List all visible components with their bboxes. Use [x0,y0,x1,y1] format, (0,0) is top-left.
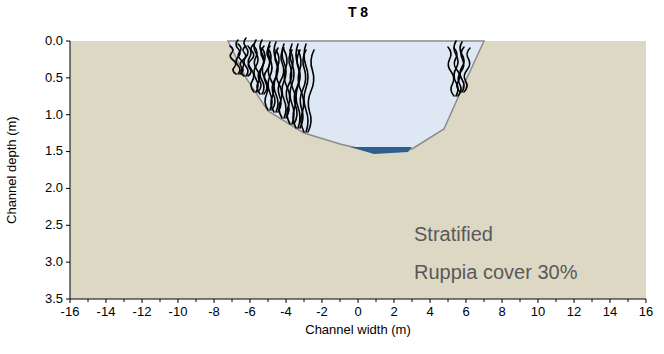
y-tick-label: 2.0 [45,181,63,195]
annotation: Ruppia cover 30% [414,261,577,283]
tick [574,299,575,303]
tick [66,77,70,78]
tick [358,299,359,303]
x-tick-label: -10 [169,305,188,319]
ruppia-blade [464,48,470,92]
y-axis [70,41,71,299]
x-tick-label: -12 [133,305,152,319]
tick [250,299,251,303]
x-tick-label: -4 [280,305,292,319]
y-tick-label: 1.0 [45,108,63,122]
x-tick-label: -16 [61,305,80,319]
tick [610,299,611,303]
tick [66,262,70,263]
y-tick-label: 0.0 [45,34,63,48]
tick [142,299,143,303]
tick [286,299,287,303]
tick [66,225,70,226]
x-tick-label: -6 [244,305,256,319]
x-tick-label: 16 [639,305,653,319]
y-tick-label: 3.0 [45,255,63,269]
ruppia-blade [276,50,282,118]
tick [66,41,70,42]
x-tick-label: 8 [498,305,505,319]
tick [646,299,647,303]
y-axis-title: Channel depth (m) [5,116,19,224]
x-tick-label: 2 [390,305,397,319]
ruppia-blade [304,44,308,132]
ruppia-blade [238,44,244,76]
x-tick-label: -8 [208,305,220,319]
ruppia-blade [308,50,314,132]
tick [538,299,539,303]
tick [178,299,179,303]
axis-ticks [66,41,646,303]
tick [66,151,70,152]
tick [214,299,215,303]
x-tick-label: -14 [97,305,116,319]
ruppia-blade [268,48,274,112]
x-tick-label: -2 [316,305,328,319]
annotation: Stratified [414,223,493,245]
x-axis-title: Channel width (m) [305,323,411,337]
y-tick-label: 3.5 [45,292,63,306]
tick [394,299,395,303]
tick [106,299,107,303]
ruppia-blade [230,46,236,74]
tick [70,299,71,303]
y-tick-label: 1.5 [45,144,63,158]
stratified-layer [350,147,412,154]
x-tick-label: 0 [354,305,361,319]
ruppia-blade [448,47,454,96]
ruppia-blade [290,50,296,128]
chart-title: T 8 [348,5,368,20]
x-axis [70,299,646,300]
ground-fill [70,41,646,299]
x-tick-label: 6 [462,305,469,319]
tick [66,188,70,189]
ruppia-blade [248,46,254,92]
x-tick-label: 4 [426,305,433,319]
tick [466,299,467,303]
ruppia-blade [298,50,304,132]
ruppia-blade [454,48,460,92]
tick [322,299,323,303]
tick [502,299,503,303]
ruppia-blade [262,48,268,110]
tick [66,299,70,300]
y-tick-label: 2.5 [45,218,63,232]
ruppia-blade [254,46,260,94]
channel-water [228,41,484,152]
x-tick-label: 14 [603,305,617,319]
x-tick-label: 12 [567,305,581,319]
ruppia-plants [230,38,470,132]
ruppia-blade [460,42,464,92]
y-tick-label: 0.5 [45,71,63,85]
ruppia-blade [244,38,248,76]
tick [66,114,70,115]
ruppia-blade [284,50,290,124]
x-tick-label: 10 [531,305,545,319]
tick [430,299,431,303]
